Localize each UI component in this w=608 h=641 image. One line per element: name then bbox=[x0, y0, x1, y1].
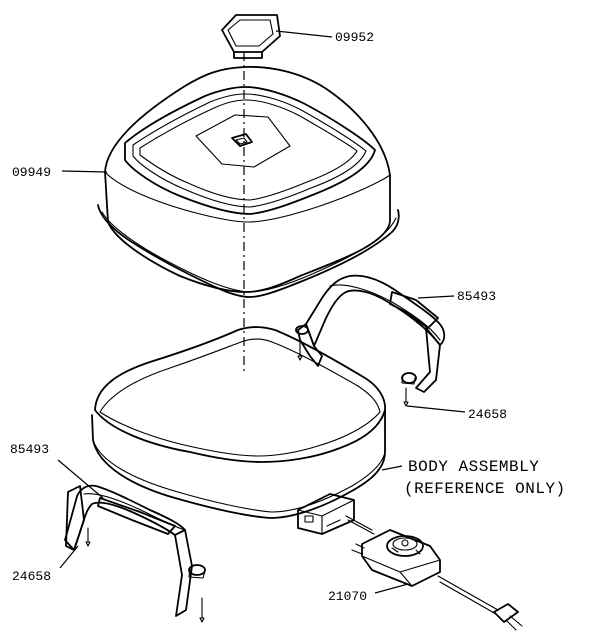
label-handle-left: 85493 bbox=[10, 442, 49, 457]
leader-lines bbox=[57, 30, 466, 594]
label-lid-knob: 09952 bbox=[335, 30, 374, 45]
handle-right-part bbox=[295, 274, 446, 407]
label-lid: 09949 bbox=[12, 165, 51, 180]
lid-part bbox=[97, 66, 400, 298]
lid-knob-part bbox=[221, 14, 281, 59]
handle-left-part bbox=[64, 484, 206, 623]
label-screw-right: 24658 bbox=[468, 407, 507, 422]
label-handle-right: 85493 bbox=[457, 289, 496, 304]
body-assembly-part bbox=[91, 326, 386, 535]
temperature-control-part bbox=[345, 515, 523, 631]
label-body-assembly: BODY ASSEMBLY bbox=[408, 458, 539, 476]
label-control: 21070 bbox=[328, 589, 367, 604]
label-screw-left: 24658 bbox=[12, 569, 51, 584]
label-reference-only: (REFERENCE ONLY) bbox=[404, 480, 566, 498]
